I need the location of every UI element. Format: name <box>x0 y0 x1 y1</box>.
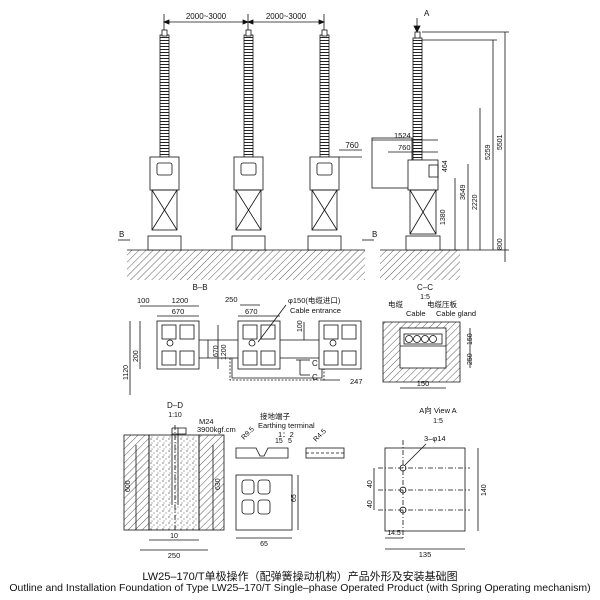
bb-dim-670-c: 670 <box>213 345 220 357</box>
view-a-arrow-label: A <box>424 9 430 18</box>
earthing-dim-65-side: 65 <box>291 494 298 502</box>
dd-dim-630: 630 <box>215 478 222 490</box>
bb-dim-247: 247 <box>350 377 363 386</box>
spacing-right-label: 2000~3000 <box>266 12 307 21</box>
bb-dim-1200-side: 1200 <box>221 344 228 360</box>
side-dim-3: 3649 <box>460 184 467 200</box>
side-dim-0: 1524 <box>394 131 411 140</box>
section-cc <box>382 321 471 389</box>
view-a-dim-135: 135 <box>419 550 432 559</box>
side-view <box>371 18 509 280</box>
section-bb-title: B–B <box>192 283 207 292</box>
view-a <box>373 440 479 550</box>
ground-hatch <box>127 250 365 280</box>
side-dim-6: 5259 <box>485 144 492 160</box>
side-dim-1: 760 <box>398 143 411 152</box>
view-a-dim-40-b: 40 <box>367 500 374 508</box>
side-dim-4: 1380 <box>440 209 447 225</box>
dim-760-label: 760 <box>345 141 359 150</box>
bb-dim-100: 100 <box>137 296 150 305</box>
view-a-hole-note: 3–φ14 <box>424 434 446 443</box>
cable-hole-note-en: Cable entrance <box>290 306 341 315</box>
dd-bolt-label: M24 <box>199 417 214 426</box>
section-cc-title: C–C <box>417 283 433 292</box>
section-cc-scale: 1:5 <box>420 294 430 301</box>
section-dd-title: D–D <box>167 401 183 410</box>
dd-dim-250: 250 <box>168 551 181 560</box>
side-dim-7: 5501 <box>497 134 504 150</box>
spacing-left-label: 2000~3000 <box>186 12 227 21</box>
bb-dim-250: 250 <box>225 295 238 304</box>
section-b-mark-left: B <box>119 230 124 239</box>
bb-dim-670-a: 670 <box>172 307 185 316</box>
dd-dim-10: 10 <box>170 533 178 540</box>
cc-dim-150-bottom: 150 <box>417 379 430 388</box>
pole-2 <box>231 29 266 251</box>
pole-1 <box>147 29 182 251</box>
cc-dim-150-side: 150 <box>467 333 474 345</box>
bb-dim-200: 200 <box>133 350 140 362</box>
bb-dim-1120: 1120 <box>123 365 130 380</box>
pole-3 <box>307 29 342 251</box>
view-a-title: A向 View A <box>419 405 456 415</box>
cc-cable-en: Cable <box>406 309 426 318</box>
caption-chinese: LW25–170/T单极操作（配弹簧操动机构）产品外形及安装基础图 <box>142 571 458 583</box>
earthing-scale: 1：2 <box>278 430 294 439</box>
section-c-mark-2: C <box>312 373 318 382</box>
cc-cable-cn: 电缆 <box>388 299 403 309</box>
side-dim-8: 800 <box>497 238 504 250</box>
section-b-mark-right: B <box>372 230 377 239</box>
dd-dim-600: 600 <box>125 480 132 492</box>
view-a-scale: 1:5 <box>433 418 443 425</box>
front-view <box>118 14 374 280</box>
bb-dim-1200-top: 1200 <box>172 296 189 305</box>
view-a-dim-40-a: 40 <box>367 480 374 488</box>
dd-torque-label: 3900kgf.cm <box>197 425 236 434</box>
caption-english: Outline and Installation Foundation of T… <box>9 582 591 594</box>
side-dim-5: 2220 <box>472 194 479 210</box>
section-bb-plan <box>129 304 362 395</box>
section-dd-scale: 1:10 <box>168 412 182 419</box>
earthing-dim-15: 15 <box>275 438 283 445</box>
view-a-dim-140: 140 <box>481 484 488 496</box>
section-dd <box>123 425 225 551</box>
side-dim-2: 464 <box>442 160 449 172</box>
earthing-dim-65-bottom: 65 <box>260 541 268 548</box>
cc-dim-250: 250 <box>467 353 474 365</box>
earthing-title-cn: 接地端子 <box>260 411 290 421</box>
cable-hole-note-cn: φ150(电缆进口) <box>288 295 341 305</box>
earthing-dim-r9-5: R9.5 <box>240 426 255 441</box>
earthing-terminal <box>235 447 345 539</box>
earthing-dim-r4-5: R4.5 <box>312 428 327 443</box>
section-c-mark-1: C <box>312 359 318 368</box>
bb-dim-100-side: 100 <box>297 320 304 332</box>
cc-gland-en: Cable gland <box>436 309 476 318</box>
earthing-dim-5: 5 <box>288 438 292 445</box>
earthing-title-en: Earthing terminal <box>258 421 315 430</box>
bb-dim-670-b: 670 <box>245 307 258 316</box>
cc-gland-cn: 电缆压板 <box>427 299 457 309</box>
view-a-dim-14-5: 14.5 <box>387 530 401 537</box>
